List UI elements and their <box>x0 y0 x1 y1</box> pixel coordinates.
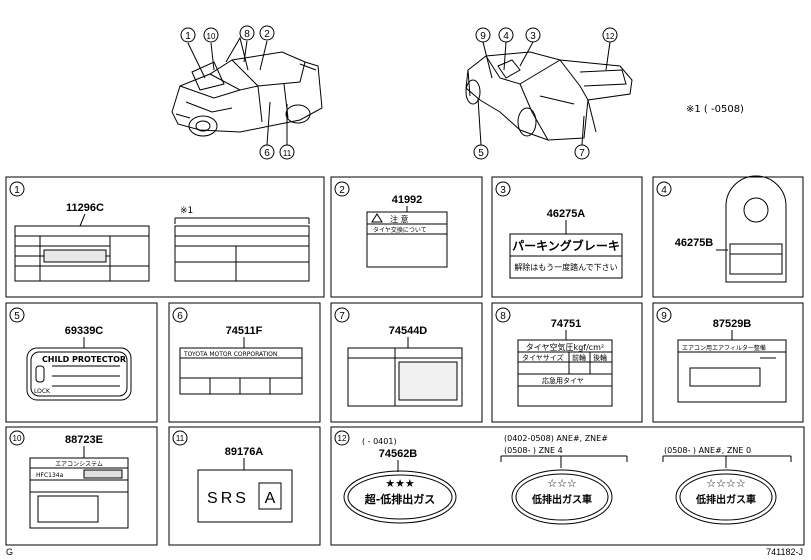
panel-frame-9 <box>652 302 804 423</box>
part-number-74544D: 74544D <box>389 325 428 337</box>
oval-1-text: 超-低排出ガス <box>364 492 436 506</box>
callout-right-5: 5 <box>478 148 484 159</box>
label-74751-col1: タイヤサイズ <box>522 353 564 362</box>
panel-frame-12 <box>330 426 805 546</box>
label-74751-col3: 後輪 <box>593 353 607 362</box>
vehicle-front-view <box>171 36 323 137</box>
panel-badge-1: 1 <box>14 185 20 196</box>
footer-left: G <box>6 547 13 557</box>
srs-label-box: A <box>265 490 276 507</box>
label-41992-title: 注 意 <box>390 214 409 224</box>
label-74751-col2: 前輪 <box>572 353 586 362</box>
panel-frame-11 <box>168 426 321 546</box>
panel-frame-6 <box>168 302 321 423</box>
part-number-88723E: 88723E <box>65 434 103 446</box>
panel-frame-7 <box>330 302 483 423</box>
panel-frame-3 <box>491 176 643 298</box>
oval-3-stars: ☆☆☆☆ <box>706 477 746 490</box>
range-4: (0508- ) ANE#, ZNE 0 <box>664 446 751 455</box>
callout-left-10: 10 <box>207 32 216 41</box>
part-number-46275B: 46275B <box>675 237 714 249</box>
srs-label-text: SRS <box>207 490 249 507</box>
panel-frame-8 <box>491 302 643 423</box>
part-number-69339C: 69339C <box>65 325 104 337</box>
callout-left-1: 1 <box>185 31 191 42</box>
panel-frame-2 <box>330 176 483 298</box>
panel-badge-11: 11 <box>176 434 185 443</box>
panel-badge-6: 6 <box>177 311 183 322</box>
oval-2-text: 低排出ガス車 <box>531 493 592 506</box>
oval-1-stars: ★★★ <box>385 477 415 490</box>
label-74751-line: 応急用タイヤ <box>542 376 584 385</box>
range-3: (0508- ) ZNE 4 <box>504 446 563 455</box>
panel-badge-3: 3 <box>500 185 506 196</box>
range-2: (0402-0508) ANE#, ZNE# <box>504 434 608 443</box>
label-41992-line: タイヤ交換について <box>373 226 427 234</box>
panel1-note: ※1 <box>180 206 193 216</box>
callout-right-7: 7 <box>579 148 585 159</box>
callout-right-12: 12 <box>606 32 615 41</box>
vehicle-rear-view <box>465 51 633 141</box>
part-number-74511F: 74511F <box>226 325 263 337</box>
part-number-11296C: 11296C <box>66 202 104 214</box>
callout-left-11: 11 <box>283 149 292 158</box>
panel-badge-2: 2 <box>339 185 345 196</box>
callout-right-4: 4 <box>503 31 509 42</box>
part-number-74751: 74751 <box>551 318 582 330</box>
part-number-89176A: 89176A <box>225 446 264 458</box>
footer-right: 741182-J <box>766 547 803 557</box>
label-74751-title: タイヤ空気圧kgf/cm² <box>526 342 604 352</box>
part-number-74562B: 74562B <box>379 448 418 460</box>
panel-badge-12: 12 <box>338 434 347 443</box>
panel-frame-4 <box>652 176 804 298</box>
callout-left-2: 2 <box>264 29 270 40</box>
panel-frame-1 <box>5 176 325 298</box>
oval-2-stars: ☆☆☆ <box>547 477 577 490</box>
callout-right-9: 9 <box>480 31 486 42</box>
panel-badge-4: 4 <box>661 185 667 196</box>
label-74511F-title: TOYOTA MOTOR CORPORATION <box>183 351 277 358</box>
label-88723E-line: HFC134a <box>36 472 64 479</box>
callout-right-3: 3 <box>530 31 536 42</box>
part-number-46275A: 46275A <box>547 208 586 220</box>
callout-left-8: 8 <box>244 29 250 40</box>
part-number-41992: 41992 <box>392 194 423 206</box>
panel-badge-7: 7 <box>339 311 345 322</box>
part-number-87529B: 87529B <box>713 318 752 330</box>
panel-frame-10 <box>5 426 158 546</box>
oval-3-text: 低排出ガス車 <box>695 493 756 506</box>
label-88723E-title: エアコンシステム <box>55 461 103 468</box>
label-69339C-line: LOCK <box>34 388 51 395</box>
panel-badge-5: 5 <box>14 311 20 322</box>
panel-badge-9: 9 <box>661 311 667 322</box>
label-69339C-title: CHILD PROTECTOR <box>42 355 126 364</box>
label-46275A-line: 解除はもう一度踏んで下さい <box>514 262 617 272</box>
panel-badge-10: 10 <box>13 434 22 443</box>
panel-frame-5 <box>5 302 158 423</box>
panel-badge-8: 8 <box>500 311 506 322</box>
label-87529B-title: エアコン用エアフィルター整備 <box>682 344 766 352</box>
callout-left-6: 6 <box>264 148 270 159</box>
label-46275A-title: パーキングブレーキ <box>512 238 620 253</box>
range-1: ( - 0401) <box>362 437 397 446</box>
applicability-note: ※1 ( -0508) <box>686 104 744 115</box>
